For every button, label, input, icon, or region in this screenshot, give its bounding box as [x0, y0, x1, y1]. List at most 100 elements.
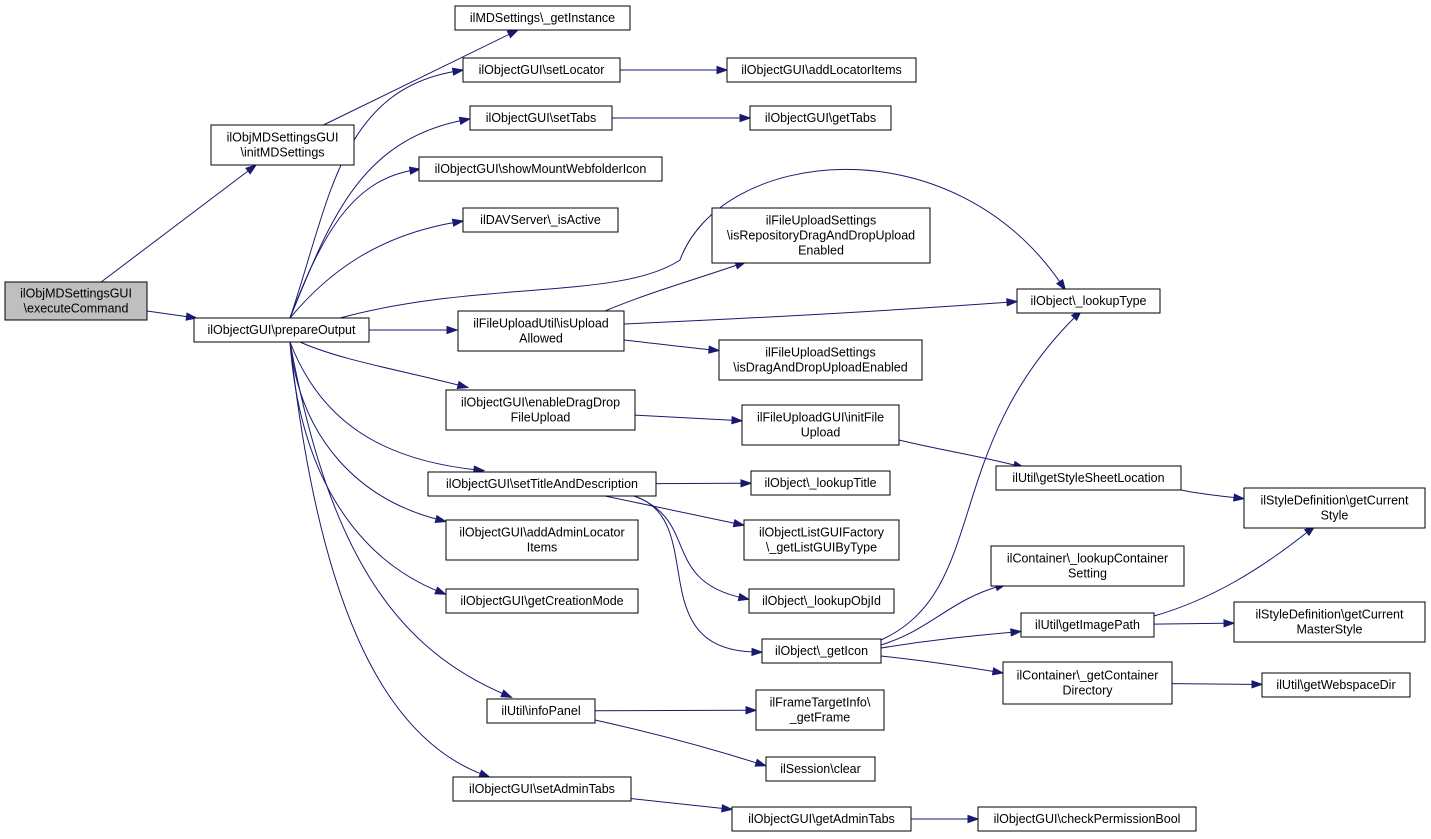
node-label-isdnd-1: \isDragAndDropUploadEnabled: [733, 361, 907, 375]
node-execute[interactable]: ilObjMDSettingsGUI\executeCommand: [4, 281, 148, 321]
node-box-isdnd: [718, 339, 923, 381]
node-label-enabledd-1: FileUpload: [511, 411, 571, 425]
node-label-geticon-0: ilObject\_getIcon: [775, 644, 868, 658]
node-box-isupload: [457, 310, 625, 352]
edge-infopanel-to-clear: [594, 719, 768, 767]
node-webspace[interactable]: ilUtil\getWebspaceDir: [1261, 672, 1411, 698]
node-stylesheet[interactable]: ilUtil\getStyleSheetLocation: [995, 465, 1182, 491]
node-label-isupload-0: ilFileUploadUtil\isUpload: [473, 317, 609, 331]
node-label-enabledd-0: ilObjectGUI\enableDragDrop: [461, 396, 620, 410]
node-prepare[interactable]: ilObjectGUI\prepareOutput: [193, 317, 370, 343]
node-label-initfile-0: ilFileUploadGUI\initFile: [757, 411, 884, 425]
node-label-showmount-0: ilObjectGUI\showMountWebfolderIcon: [435, 162, 647, 176]
node-gettabs[interactable]: ilObjectGUI\getTabs: [749, 105, 892, 131]
node-box-creation: [445, 588, 639, 614]
node-box-initfile: [741, 404, 900, 446]
node-label-isdnd-0: ilFileUploadSettings: [765, 346, 875, 360]
node-infopanel[interactable]: ilUtil\infoPanel: [486, 698, 596, 724]
node-setloc[interactable]: ilObjectGUI\setLocator: [462, 57, 621, 83]
node-label-clear-0: ilSession\clear: [780, 762, 861, 776]
node-label-addloc-0: ilObjectGUI\addLocatorItems: [741, 63, 902, 77]
node-box-webspace: [1261, 672, 1411, 698]
node-initmd[interactable]: ilObjMDSettingsGUI\initMDSettings: [210, 124, 355, 166]
node-lookupobjid[interactable]: ilObject\_lookupObjId: [748, 588, 895, 614]
node-box-setadmintabs: [452, 776, 632, 802]
node-getadmintabs[interactable]: ilObjectGUI\getAdminTabs: [731, 806, 912, 832]
node-settabs[interactable]: ilObjectGUI\setTabs: [469, 105, 613, 131]
node-box-lookuptype: [1016, 288, 1161, 314]
edge-prepare-to-adminloc: [289, 341, 448, 523]
node-box-addloc: [726, 57, 917, 83]
edge-settitle-to-listgui: [604, 495, 746, 528]
node-box-settitle: [427, 471, 657, 497]
node-label-settabs-0: ilObjectGUI\setTabs: [486, 111, 596, 125]
node-label-isupload-1: Allowed: [519, 332, 563, 346]
node-box-showmount: [418, 156, 663, 182]
node-isrepo[interactable]: ilFileUploadSettings\isRepositoryDragAnd…: [711, 207, 931, 264]
edge-prepare-to-setloc: [289, 67, 465, 319]
function-nodes: ilObjMDSettingsGUI\executeCommandilObjMD…: [4, 5, 1426, 832]
node-imagepath[interactable]: ilUtil\getImagePath: [1020, 612, 1155, 638]
edge-enabledd-to-initfile: [634, 414, 744, 425]
node-label-setadmintabs-0: ilObjectGUI\setAdminTabs: [469, 782, 615, 796]
node-box-contdir: [1002, 661, 1173, 705]
node-label-isrepo-0: ilFileUploadSettings: [766, 214, 876, 228]
node-box-setloc: [462, 57, 621, 83]
node-box-prepare: [193, 317, 370, 343]
node-isdnd[interactable]: ilFileUploadSettings\isDragAndDropUpload…: [718, 339, 923, 381]
node-setadmintabs[interactable]: ilObjectGUI\setAdminTabs: [452, 776, 632, 802]
node-settitle[interactable]: ilObjectGUI\setTitleAndDescription: [427, 471, 657, 497]
node-listgui[interactable]: ilObjectListGUIFactory\_getListGUIByType: [743, 519, 900, 561]
node-addloc[interactable]: ilObjectGUI\addLocatorItems: [726, 57, 917, 83]
node-label-checkperm-0: ilObjectGUI\checkPermissionBool: [994, 812, 1181, 826]
node-label-adminloc-0: ilObjectGUI\addAdminLocator: [459, 526, 624, 540]
node-label-getstyle-0: ilStyleDefinition\getCurrent: [1261, 494, 1410, 508]
node-box-infopanel: [486, 698, 596, 724]
edge-initmd-to-mdinst: [323, 29, 520, 126]
node-label-contsetting-0: ilContainer\_lookupContainer: [1007, 552, 1168, 566]
node-box-isrepo: [711, 207, 931, 264]
node-label-getstyle-1: Style: [1321, 509, 1349, 523]
edge-geticon-to-imagepath: [880, 628, 1023, 649]
node-box-mdinst: [454, 5, 631, 31]
node-lookuptype[interactable]: ilObject\_lookupType: [1016, 288, 1161, 314]
edge-prepare-to-showmount: [289, 166, 422, 319]
node-checkperm[interactable]: ilObjectGUI\checkPermissionBool: [977, 806, 1197, 832]
edge-geticon-to-contdir: [880, 655, 1005, 676]
edge-prepare-to-davactive: [289, 218, 465, 319]
node-showmount[interactable]: ilObjectGUI\showMountWebfolderIcon: [418, 156, 663, 182]
node-mdinst[interactable]: ilMDSettings\_getInstance: [454, 5, 631, 31]
node-label-creation-0: ilObjectGUI\getCreationMode: [460, 594, 623, 608]
node-box-contsetting: [990, 545, 1185, 587]
node-label-masterstyle-0: ilStyleDefinition\getCurrent: [1256, 608, 1405, 622]
node-label-settitle-0: ilObjectGUI\setTitleAndDescription: [446, 477, 638, 491]
node-box-getadmintabs: [731, 806, 912, 832]
node-creation[interactable]: ilObjectGUI\getCreationMode: [445, 588, 639, 614]
node-davactive[interactable]: ilDAVServer\_isActive: [462, 207, 619, 233]
node-box-initmd: [210, 124, 355, 166]
node-getframe[interactable]: ilFrameTargetInfo\_getFrame: [755, 689, 885, 731]
node-label-davactive-0: ilDAVServer\_isActive: [480, 213, 601, 227]
node-clear[interactable]: ilSession\clear: [765, 756, 876, 782]
node-label-getframe-1: _getFrame: [789, 711, 850, 725]
node-lookuptitle[interactable]: ilObject\_lookupTitle: [750, 470, 891, 496]
node-box-getframe: [755, 689, 885, 731]
node-box-execute: [4, 281, 148, 321]
node-label-adminloc-1: Items: [527, 541, 558, 555]
node-label-execute-0: ilObjMDSettingsGUI: [20, 287, 132, 301]
node-geticon[interactable]: ilObject\_getIcon: [761, 638, 882, 664]
node-box-imagepath: [1020, 612, 1155, 638]
node-label-mdinst-0: ilMDSettings\_getInstance: [470, 11, 615, 25]
node-label-gettabs-0: ilObjectGUI\getTabs: [765, 111, 876, 125]
node-box-gettabs: [749, 105, 892, 131]
edge-prepare-to-isupload: [369, 325, 459, 335]
node-label-initmd-0: ilObjMDSettingsGUI: [227, 131, 339, 145]
